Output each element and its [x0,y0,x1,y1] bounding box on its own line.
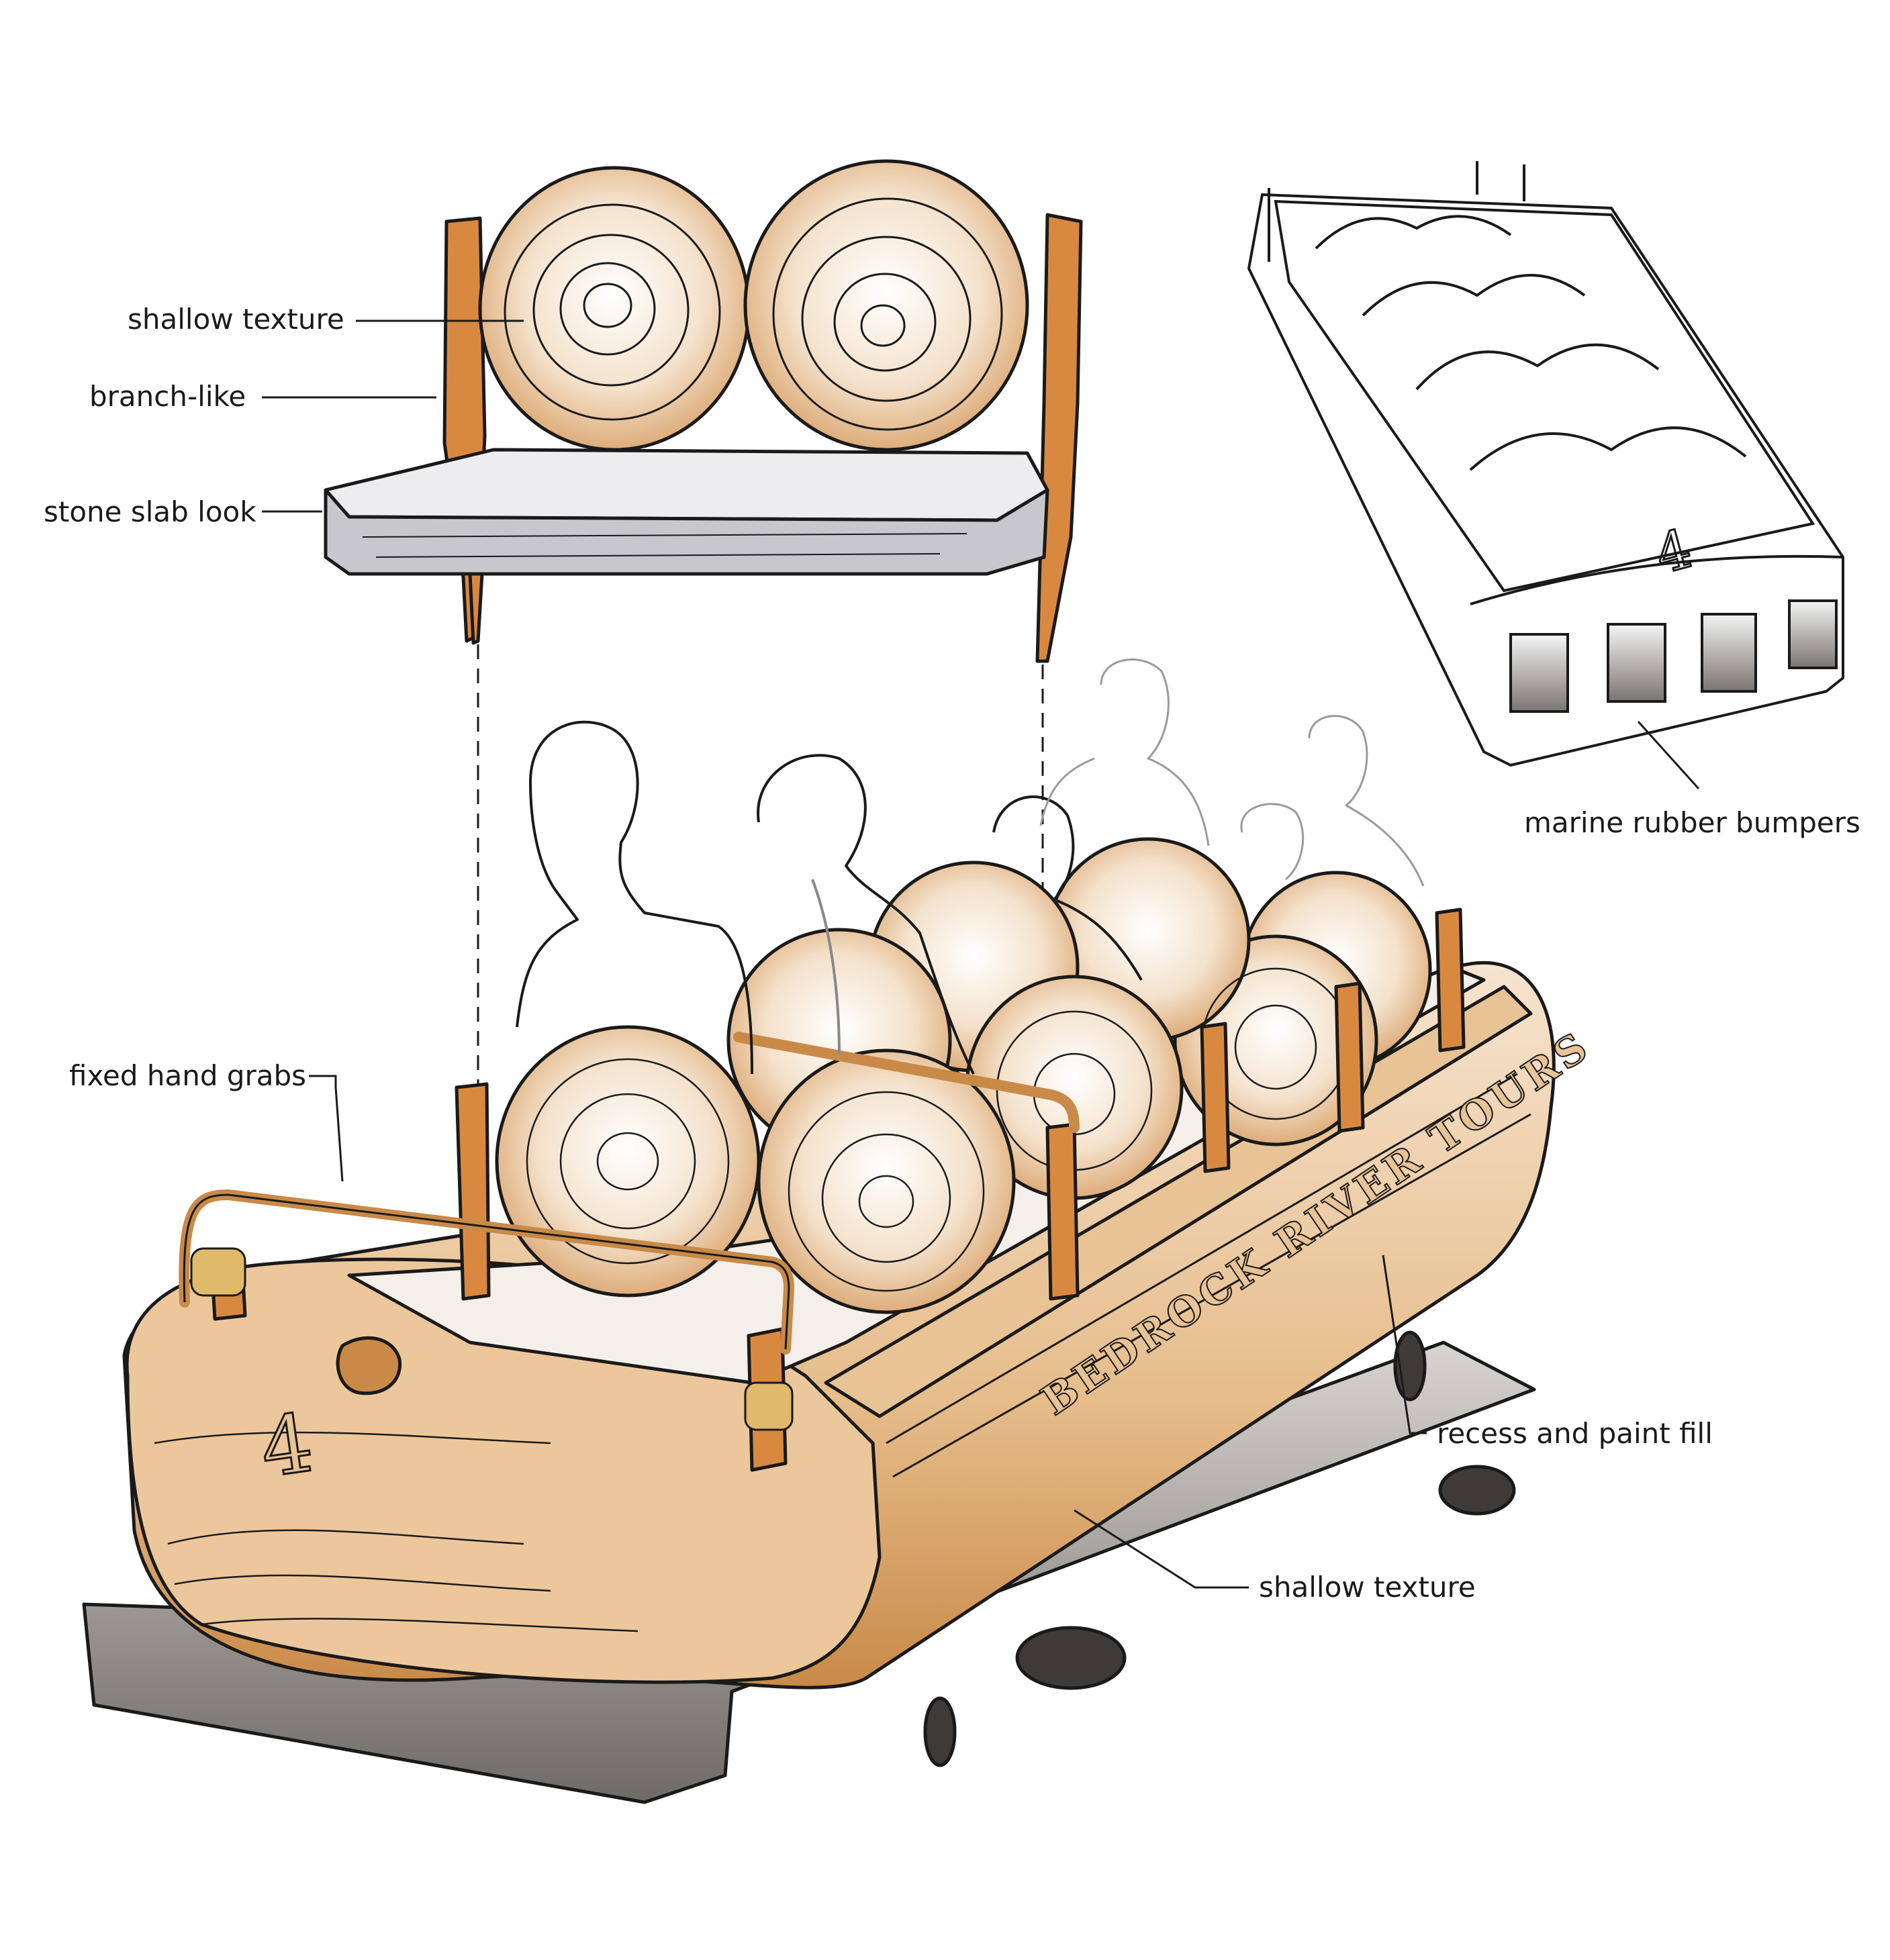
callout-marine-rubber-bumpers: marine rubber bumpers [1524,806,1860,839]
back-passenger-silhouettes [1039,658,1425,887]
callout-stone-slab-look: stone slab look [44,495,256,528]
callout-hull-shallow-texture: shallow texture [1259,1571,1476,1604]
top-view-sketch [1247,161,1844,767]
seat-log-left [478,166,751,452]
wheels [923,1330,1516,1767]
callout-branch-like: branch-like [89,380,246,413]
marine-rubber-bumpers [1509,599,1838,713]
stone-slab-front [324,488,1049,576]
seat-log-right [743,159,1029,452]
main-boat [82,658,1556,1804]
bow-knob [336,1336,402,1395]
callout-seat-shallow-texture: shallow texture [128,303,344,336]
callout-recess-and-paint-fill: recess and paint fill [1437,1417,1713,1450]
boat-seat-logs [495,837,1432,1314]
right-branch-post [1035,213,1083,663]
deck-outline [1247,193,1844,767]
boat-branch-posts [209,908,1466,1472]
left-post-foot [468,572,484,645]
seat-callout-lines [262,320,524,513]
passenger-silhouettes [516,720,1143,1075]
seat-detail [324,159,1083,663]
stone-slab-top [324,448,1049,522]
callout-fixed-hand-grabs: fixed hand grabs [69,1059,307,1092]
boat-callout-lines [309,1075,1427,1589]
bumpers-callout-line [1637,720,1700,790]
